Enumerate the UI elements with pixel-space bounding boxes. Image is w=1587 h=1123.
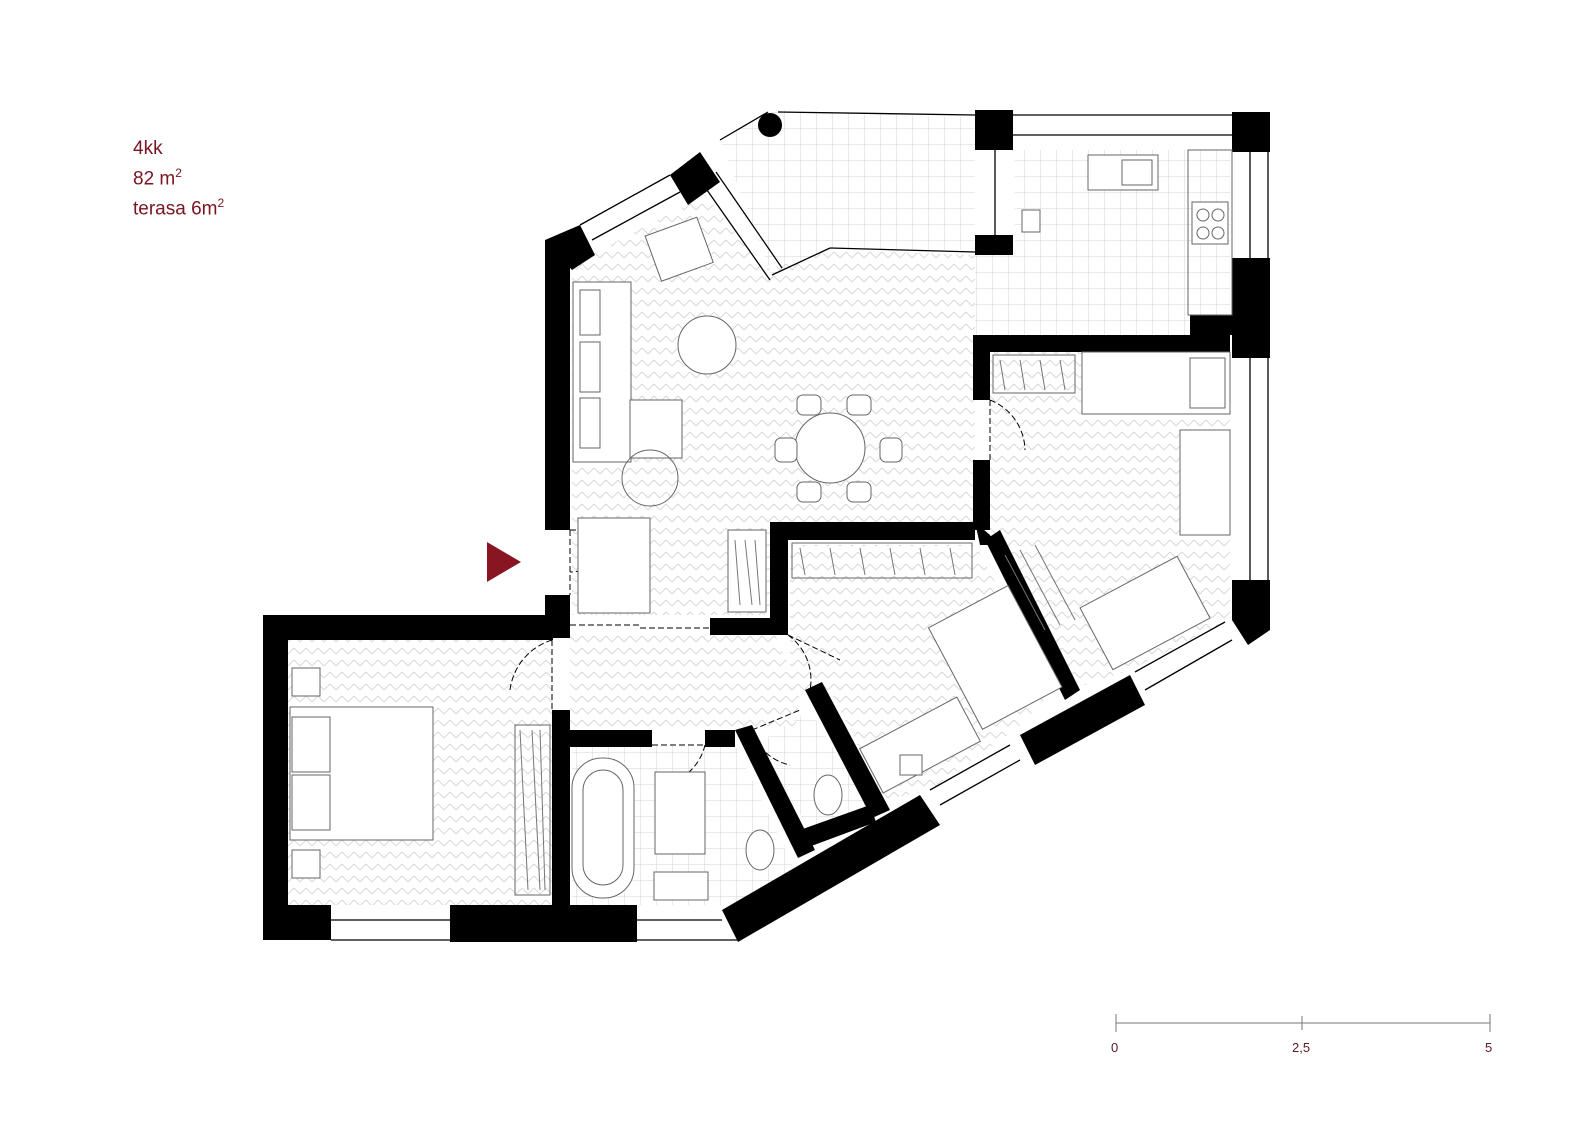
plant [621,449,679,507]
kitchen-hob [1191,201,1229,245]
ottoman [629,399,683,459]
wall-kitchen-nw [975,110,1013,150]
chair-3 [879,437,903,463]
toilet-bath [745,829,775,871]
hall-sliding [570,624,710,629]
wall-middle-west [770,540,788,620]
wall-hall-north [710,618,788,635]
desk-middle [859,696,981,794]
kitchen-floor [975,255,1230,335]
wardrobe-middle [791,542,973,579]
coffee-table [677,315,737,375]
wall-kitchen-stub [975,235,1013,255]
wall-bath-north [552,730,652,747]
wall-east-diag-1 [1020,675,1145,765]
wall-bath-wc-diag [735,725,815,858]
wall-wc-south [800,805,876,848]
bath-mat [654,771,706,855]
hangers [519,359,1076,891]
sofa-cushion-2 [579,341,601,393]
pillow-right-top [1189,357,1226,409]
bed-middle [927,584,1063,731]
wall-hall-north-left [552,618,570,638]
bathtub-inner [582,769,624,886]
wall-corner-se [1232,580,1270,645]
sofa-cushion-1 [579,289,601,336]
nightstand-1 [291,667,321,697]
toilet-wc [813,774,843,816]
dining-table [794,412,866,484]
shoe-cabinet [727,529,767,613]
pillow-left-1 [291,716,331,773]
wc-door [751,709,801,766]
chair-middle [899,754,923,776]
wall-kitchen-box [1190,315,1232,335]
kettle [1021,209,1041,233]
scale-label-5: 5 [1485,1040,1493,1055]
entry-rug [577,517,651,614]
bedroom-left-door [509,639,553,710]
wall-bed-left-north [263,615,553,640]
chair-4 [774,437,798,463]
area-label: 82 m2 [133,166,182,190]
chair-2 [846,394,872,416]
wall-kitchen-south [975,335,1230,352]
kitchen-sink-bowl [1121,159,1153,186]
desk-right [1179,429,1231,536]
wall-south-middle [450,905,637,942]
hall-floor [570,635,800,730]
living-room-floor [572,195,975,615]
sofa-cushion-3 [579,397,601,449]
armchair [644,216,714,282]
wall-bed-left-sw [263,905,331,940]
wall-kitchen-east [1232,258,1270,358]
wall-south-diag [722,795,940,942]
wardrobe-left [514,724,551,896]
pillow-left-2 [291,774,331,831]
wall-corner-nw [545,225,595,270]
terrace-label: terasa 6m2 [133,196,225,220]
washbasin [653,871,709,901]
terrace-floor [720,110,975,275]
wall-bed-left-east [552,710,570,905]
chair-6 [846,481,872,503]
wall-wc-east [805,682,890,818]
terrace-column [758,113,782,137]
wall-bath-north-right [705,730,735,747]
scale-bar [1115,1014,1491,1032]
wall-bed-right-west-low [973,460,990,530]
layout-label: 4kk [133,138,163,159]
chair-5 [796,481,822,503]
plan-info: 4kk 82 m2 terasa 6m2 [133,136,224,222]
nightstand-2 [291,849,321,879]
wall-kitchen-ne [1232,112,1270,152]
kitchen-counter [1187,149,1233,316]
bedroom-right-door [989,399,1026,460]
wall-middle-diag [975,522,995,545]
furniture [289,149,1233,901]
wall-pillar-north [670,152,720,205]
wall-bed-left-west [263,615,288,940]
wall-bed-right-west [973,335,990,400]
bedroom-middle-door [787,634,841,691]
scale-label-mid: 2,5 [1292,1040,1311,1055]
wall-living-west [545,240,570,530]
entrance-arrow-icon [487,542,521,582]
windows [331,111,1269,941]
kitchen-upper-floor [1015,150,1230,255]
wardrobe-right [992,354,1076,394]
walls [263,110,1270,942]
wall-partition-diag [985,530,1080,700]
scale-label-0: 0 [1111,1040,1119,1055]
wall-living-south [770,522,975,540]
chair-1 [796,394,822,416]
bed-right-bottom [1079,555,1211,671]
